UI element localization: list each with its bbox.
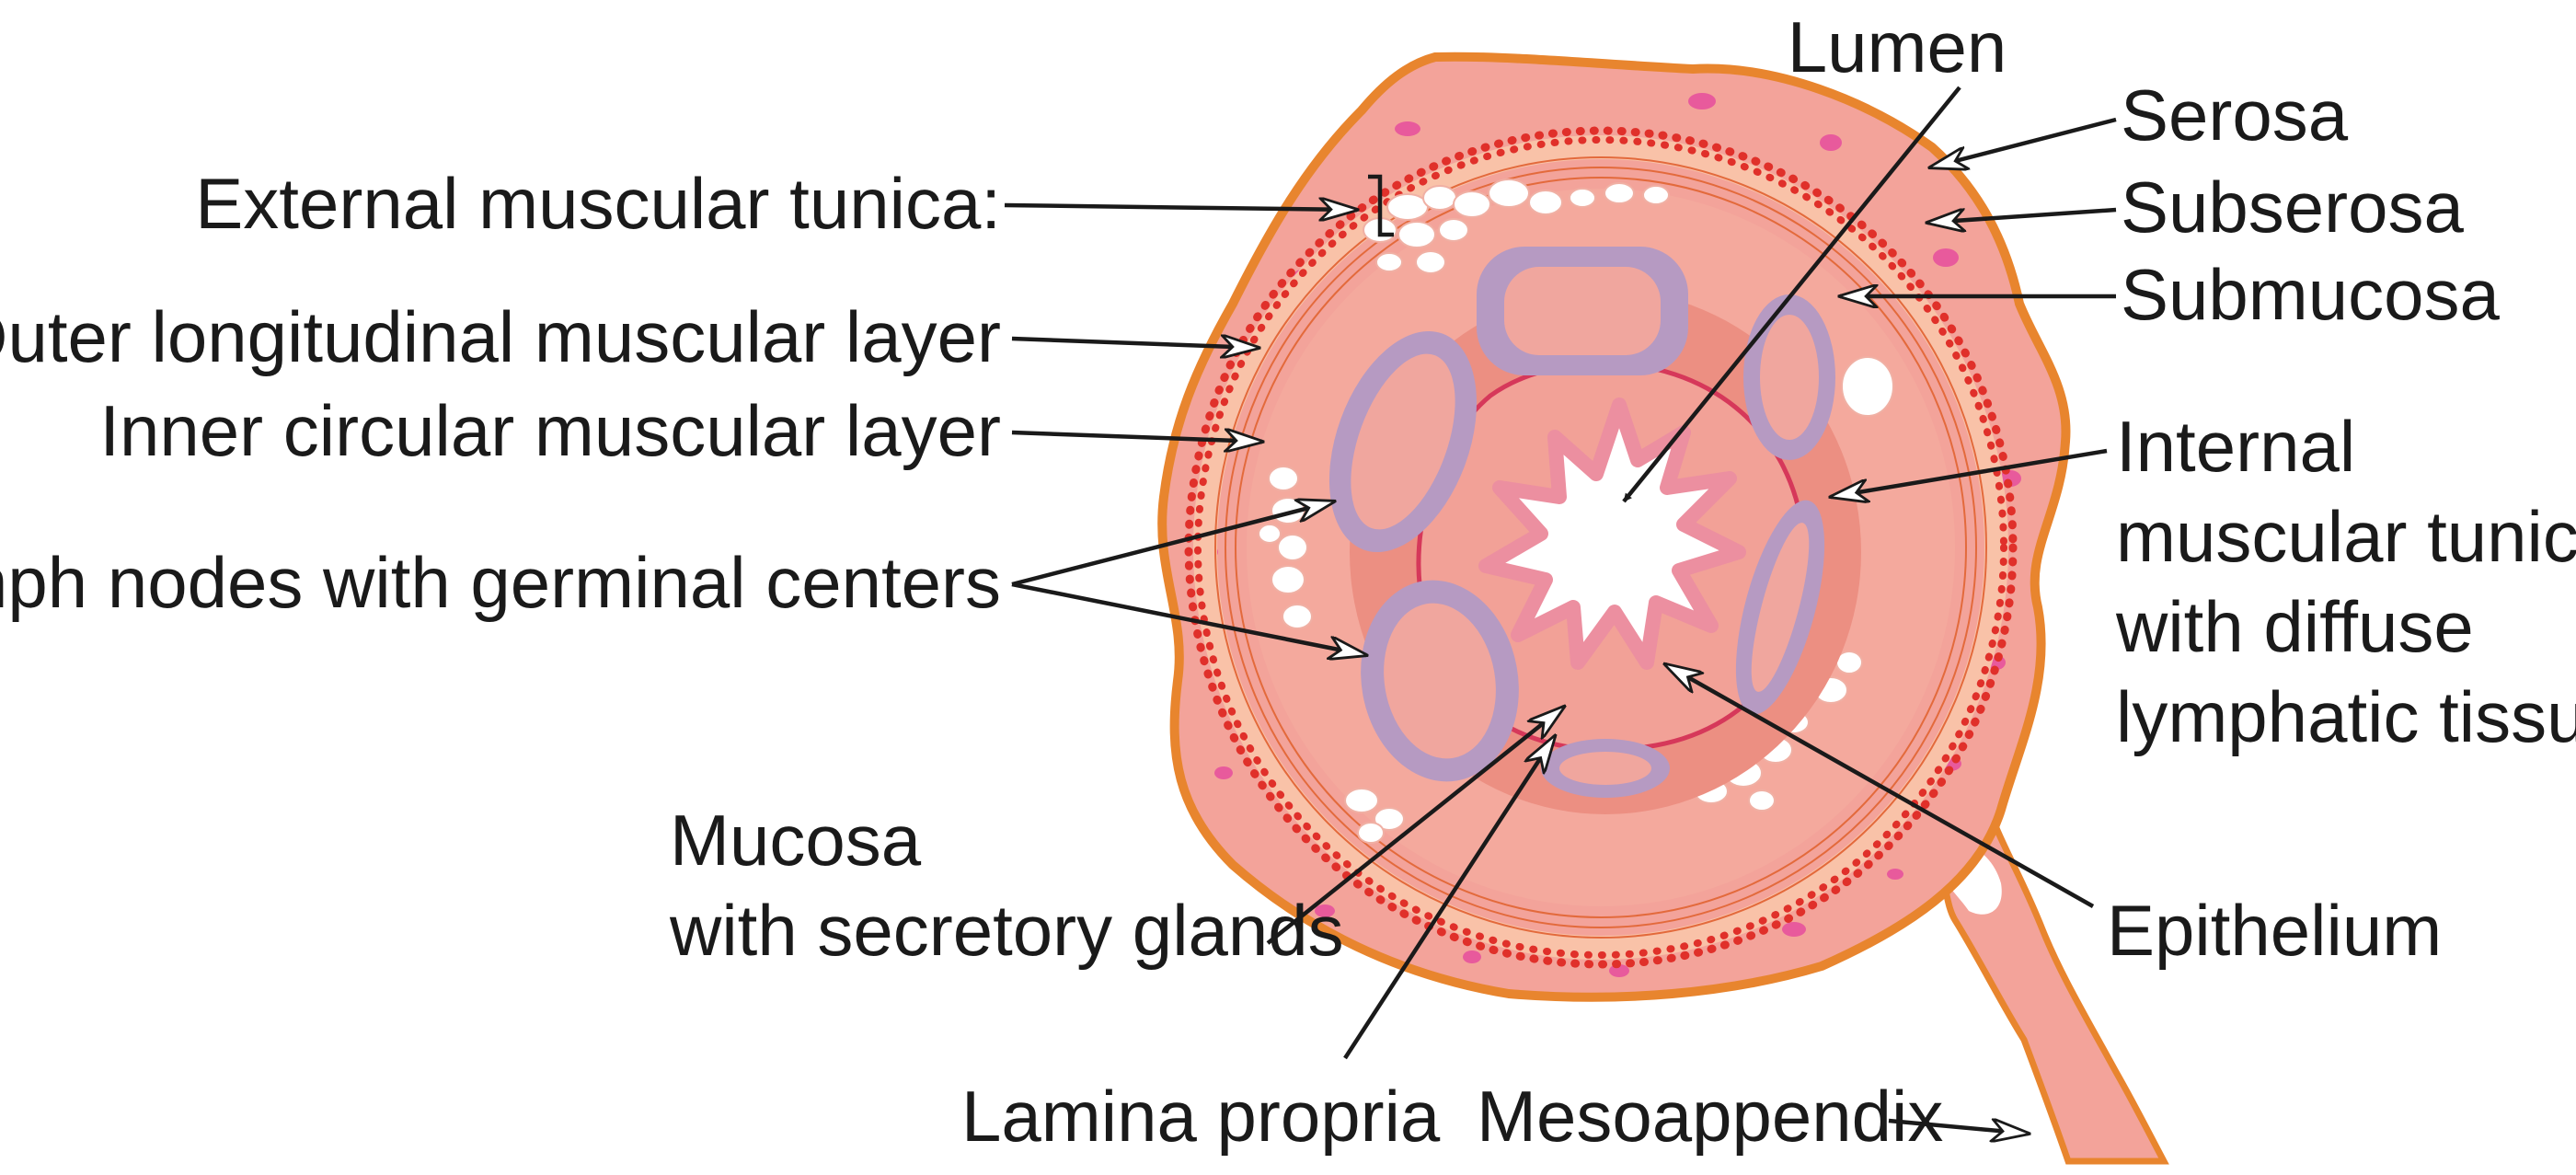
label-lumen: Lumen (1788, 6, 2007, 87)
lymph-nodes (1328, 247, 1835, 798)
label-mesoappendix: Mesoappendix (1477, 1076, 1943, 1157)
label-inner-circular: Inner circular muscular layer (99, 390, 1001, 471)
labels: Lumen Serosa Subserosa Submucosa Externa… (0, 6, 2576, 1157)
label-lymph-nodes: Lymph nodes with germinal centers (0, 542, 1001, 623)
external-muscular-tunica (1184, 126, 2018, 969)
epithelium-leader (1665, 664, 2095, 908)
lamina-propria-leader (1343, 736, 1555, 1060)
mesoappendix-leader (1888, 1121, 2029, 1134)
label-epithelium: Epithelium (2107, 890, 2442, 971)
label-serosa: Serosa (2121, 75, 2349, 156)
label-submucosa: Submucosa (2121, 254, 2501, 335)
label-internal-tunica-line-2: muscular tunica (2116, 496, 2576, 577)
appendix-illustration (1157, 52, 2169, 1165)
label-lamina-propria: Lamina propria (961, 1076, 1441, 1157)
inner-circular-leader (1011, 432, 1262, 442)
label-internal-tunica-line-3: with diffuse (2115, 586, 2474, 667)
label-mucosa-line-1: Mucosa (670, 800, 922, 881)
leader-lines (1004, 86, 2117, 1134)
label-internal-tunica-line-4: lymphatic tissue (2116, 676, 2576, 757)
subserosa-leader (1927, 207, 2117, 223)
label-external-muscular-tunica: External muscular tunica: (195, 163, 1001, 244)
label-internal-tunica-line-1: Internal (2116, 406, 2355, 487)
internal-tunica-leader (1831, 448, 2108, 497)
external-tunica-bracket (1368, 174, 1394, 237)
label-subserosa: Subserosa (2121, 167, 2465, 248)
lumen (1478, 397, 1746, 670)
label-mucosa-line-2: with secretory glands (669, 890, 1344, 971)
serosa-leader (1930, 117, 2117, 167)
lumen-leader (1622, 86, 1961, 503)
outer-longitudinal-leader (1011, 339, 1259, 348)
mucosa-leader (1266, 707, 1564, 945)
lymph-nodes-leader-1 (1011, 501, 1334, 587)
external-tunica-leader (1004, 205, 1357, 210)
label-outer-longitudinal: Outer longitudinal muscular layer (0, 296, 1001, 377)
lymph-nodes-leader-2 (1011, 582, 1366, 655)
